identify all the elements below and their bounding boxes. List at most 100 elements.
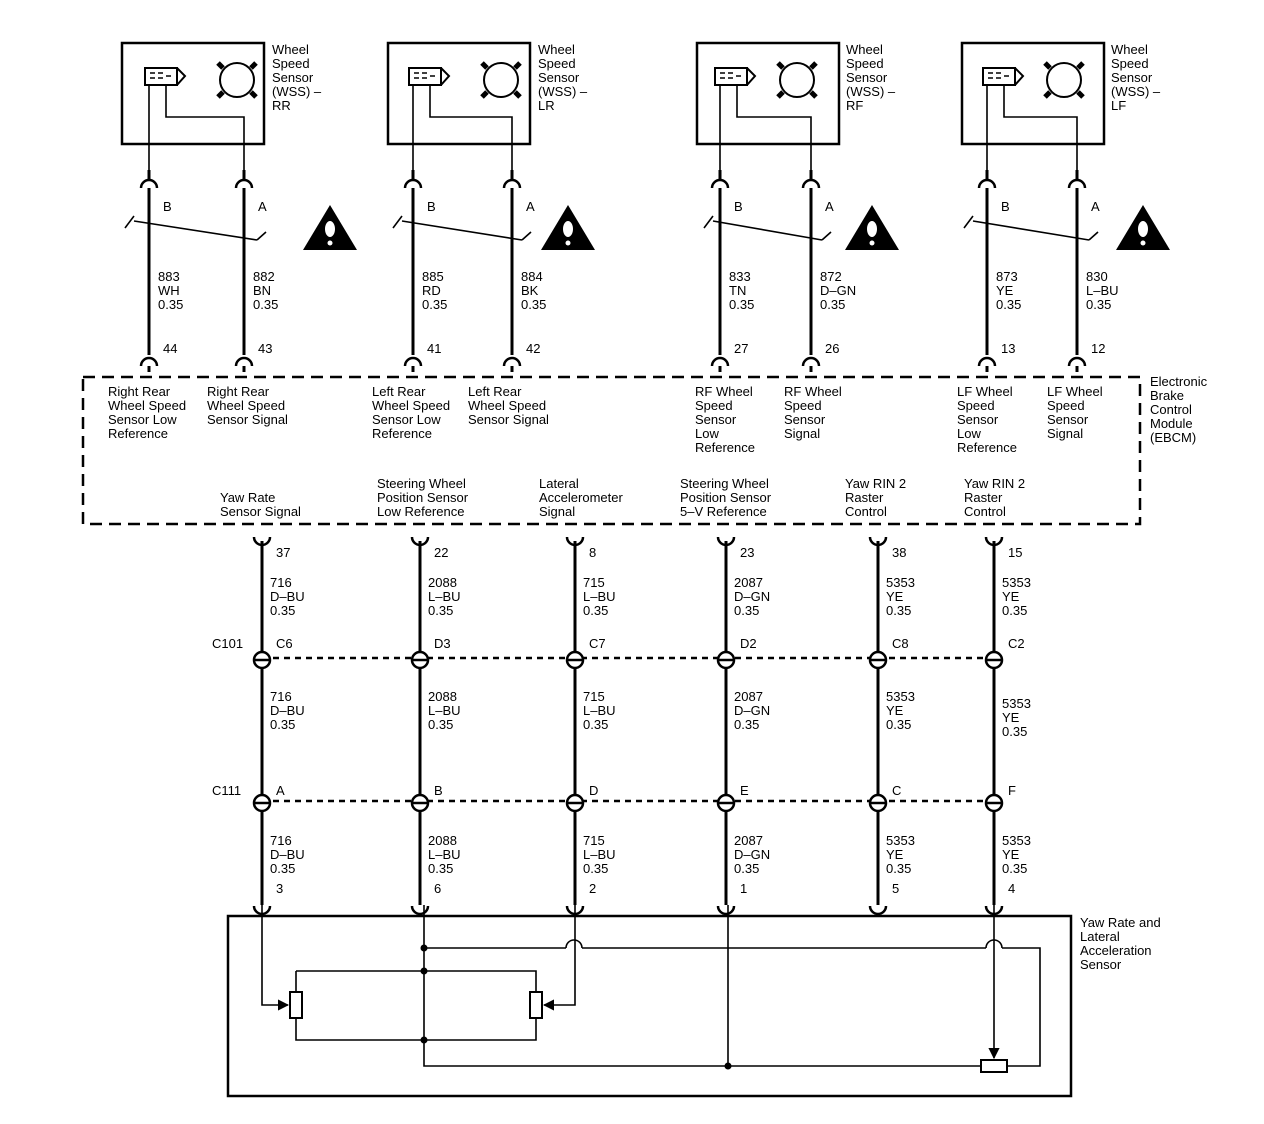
- c111-terminal: [565, 793, 585, 804]
- c111-terminal: [984, 802, 1004, 813]
- sensor-pin-label: A: [258, 199, 267, 214]
- ebcm-pin-label: 44: [163, 341, 177, 356]
- caution-icon: [303, 205, 357, 250]
- yaw-sensor-pin-terminal: [716, 905, 736, 916]
- ebcm-pin-label: 12: [1091, 341, 1105, 356]
- ebcm-pin-label: 42: [526, 341, 540, 356]
- c111-terminal: [984, 793, 1004, 804]
- sensor-pin-terminal: [403, 178, 423, 189]
- c101-terminal: [984, 659, 1004, 670]
- wss-internal-wire: [148, 85, 245, 170]
- c101-pin-label: C6: [276, 636, 293, 651]
- c101-pin-label: C7: [589, 636, 606, 651]
- ebcm-pin-label: 37: [276, 545, 290, 560]
- c101-terminal: [868, 650, 888, 661]
- c111-terminal: [252, 802, 272, 813]
- ebcm-label: Electronic Brake Control Module (EBCM): [1150, 374, 1211, 445]
- ebcm-pin-label: 8: [589, 545, 596, 560]
- wss-label: Wheel Speed Sensor (WSS) – RF: [846, 42, 899, 113]
- ebcm-pin-label: 26: [825, 341, 839, 356]
- sensor-pin-label: A: [1091, 199, 1100, 214]
- c111-terminal: [252, 793, 272, 804]
- ebcm-pin-terminal: [710, 356, 730, 367]
- c111-pin-label: C: [892, 783, 901, 798]
- c101-terminal: [716, 659, 736, 670]
- c111-terminal: [716, 793, 736, 804]
- yaw-sensor-pin-terminal: [410, 905, 430, 916]
- c111-terminal: [868, 802, 888, 813]
- ebcm-pin-label: 38: [892, 545, 906, 560]
- c101-pin-label: C2: [1008, 636, 1025, 651]
- twisted-pair-mark: [703, 215, 832, 241]
- sensor-pin-terminal: [710, 178, 730, 189]
- wss-label: Wheel Speed Sensor (WSS) – RR: [272, 42, 325, 113]
- yaw-sensor-pin-label: 2: [589, 881, 596, 896]
- sensor-pin-label: B: [427, 199, 436, 214]
- ebcm-pin-terminal: [977, 356, 997, 367]
- sensor-pin-terminal: [1067, 178, 1087, 189]
- c101-terminal: [410, 659, 430, 670]
- ebcm-pin-terminal: [234, 356, 254, 367]
- ebcm-pin-label: 43: [258, 341, 272, 356]
- sensor-pin-label: B: [163, 199, 172, 214]
- yaw-sensor-label: Yaw Rate and Lateral Acceleration Sensor: [1080, 915, 1164, 972]
- caution-icon: [845, 205, 899, 250]
- c111-terminal: [868, 793, 888, 804]
- c101-terminal: [252, 650, 272, 661]
- wss-connector-icon: [982, 67, 1025, 86]
- c101-terminal: [410, 650, 430, 661]
- wss-internal-wire: [412, 85, 513, 170]
- ebcm-pin-terminal: [1067, 356, 1087, 367]
- twisted-pair-mark: [392, 215, 532, 241]
- c111-pin-label: D: [589, 783, 598, 798]
- yaw-sensor-pin-label: 4: [1008, 881, 1015, 896]
- sensor-pin-label: A: [526, 199, 535, 214]
- caution-icon: [541, 205, 595, 250]
- wheel-rotor-icon: [776, 61, 818, 99]
- yaw-sensor-pin-label: 6: [434, 881, 441, 896]
- sensor-pin-terminal: [502, 178, 522, 189]
- c101-label: C101: [212, 636, 243, 651]
- ebcm-pin-label: 23: [740, 545, 754, 560]
- wss-rf: Wheel Speed Sensor (WSS) – RF: [695, 41, 899, 146]
- wss-lr: Wheel Speed Sensor (WSS) – LR: [386, 41, 588, 146]
- c111-pin-label: B: [434, 783, 443, 798]
- yaw-sensor-outline: [226, 914, 1073, 1098]
- c101-terminal: [716, 650, 736, 661]
- wheel-rotor-icon: [1043, 61, 1085, 99]
- c101-pin-label: D2: [740, 636, 757, 651]
